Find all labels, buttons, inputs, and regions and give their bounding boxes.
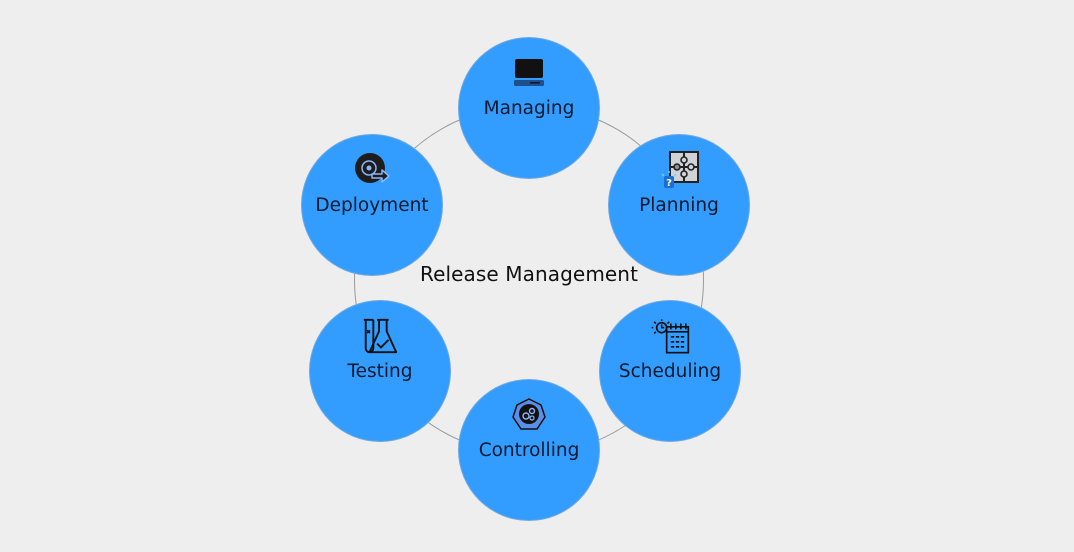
svg-text:?: ? — [666, 178, 672, 189]
node-testing: Testing — [310, 301, 450, 441]
node-label: Testing — [347, 361, 413, 382]
node-label: Planning — [639, 195, 719, 216]
disc-deploy-icon — [352, 151, 392, 189]
node-label: Scheduling — [618, 361, 722, 382]
node-label: Managing — [483, 98, 575, 119]
diagram-title: Release Management — [419, 262, 639, 286]
node-planning: ? Planning — [609, 135, 749, 275]
node-label: Controlling — [478, 440, 580, 461]
puzzle-icon: ? — [659, 151, 699, 189]
node-deployment: Deployment — [302, 135, 442, 275]
node-label: Deployment — [315, 195, 429, 216]
gears-heptagon-icon — [509, 396, 549, 434]
calendar-clock-icon — [650, 317, 690, 355]
node-scheduling: Scheduling — [600, 301, 740, 441]
lab-flask-icon — [360, 317, 400, 355]
computer-icon — [509, 54, 549, 92]
node-managing: Managing — [459, 38, 599, 178]
node-controlling: Controlling — [459, 380, 599, 520]
